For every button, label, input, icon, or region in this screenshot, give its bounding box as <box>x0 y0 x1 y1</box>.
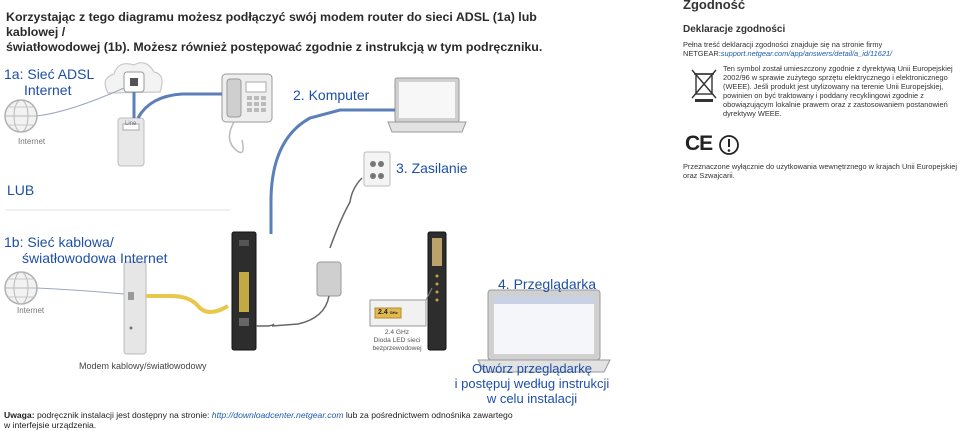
compliance-panel: Zgodność Deklaracje zgodności Pełna treś… <box>661 0 960 431</box>
adsl-splitter-icon <box>117 117 145 167</box>
laptop-browser-icon <box>477 289 611 373</box>
note-text-before: podręcznik instalacji jest dostępny na s… <box>34 410 212 420</box>
bottom-note-line-1: Uwaga: podręcznik instalacji jest dostęp… <box>4 410 584 420</box>
download-center-link[interactable]: http://downloadcenter.netgear.com <box>211 410 344 420</box>
telephone-icon <box>221 73 273 154</box>
internet-globe-icon <box>4 271 38 305</box>
cable-modem-label: Modem kablowy/światłowodowy <box>79 361 207 371</box>
led-badge: 2.4 GHz <box>378 309 398 316</box>
router-front-icon <box>427 231 447 351</box>
led-badge-value: 2.4 <box>378 309 388 316</box>
computer-step-label: 2. Komputer <box>293 87 370 103</box>
label-1a-line-1: 1a: Sieć ADSL <box>4 66 95 82</box>
led-note: 2.4 GHz Dioda LED sieci bezprzewodowej <box>366 329 428 353</box>
power-outlet-icon <box>363 151 391 187</box>
led-badge-unit: GHz <box>389 310 398 315</box>
browser-step-label: 4. Przeglądarka <box>498 276 597 292</box>
led-note-line-3: bezprzewodowej <box>372 345 422 352</box>
internet-globe-icon <box>4 99 38 133</box>
intro-line-1: Korzystając z tego diagramu możesz podłą… <box>6 10 537 39</box>
label-1b-line-1: 1b: Sieć kablowa/ <box>4 234 114 250</box>
note-bold-label: Uwaga: <box>4 410 35 420</box>
intro-text: Korzystając z tego diagramu możesz podłą… <box>6 10 566 55</box>
laptop-computer-icon <box>387 77 467 133</box>
wireless-led-callout <box>369 287 433 327</box>
declaration-line-1: Pełna treść deklaracji zgodności znajduj… <box>683 40 883 49</box>
power-step-label: 3. Zasilanie <box>396 160 468 176</box>
open-browser-instruction: Otwórz przeglądarkę i postępuj według in… <box>452 361 612 406</box>
led-note-line-1: 2.4 GHz <box>384 329 410 336</box>
internet-label-1: Internet <box>18 137 46 146</box>
label-1b: 1b: Sieć kablowa/ światłowodowa Internet <box>4 234 168 266</box>
label-1a: 1a: Sieć ADSL Internet <box>4 66 94 98</box>
led-note-line-2: Dioda LED sieci <box>373 337 421 344</box>
open-browser-line-1: Otwórz przeglądarkę <box>472 361 592 376</box>
declaration-subtitle: Deklaracje zgodności <box>683 24 786 35</box>
bottom-note-line-2: w interfejsie urządzenia. <box>4 420 97 430</box>
power-adapter-icon <box>271 261 342 327</box>
intro-line-2: światłowodowej (1b). Możesz również post… <box>6 40 543 54</box>
cable-modem-icon <box>123 261 147 355</box>
weee-bin-icon <box>691 69 717 102</box>
label-1b-line-2: światłowodowa Internet <box>22 250 168 266</box>
compliance-title: Zgodność <box>683 0 746 12</box>
open-browser-line-3: w celu instalacji <box>486 391 578 406</box>
declaration-text: Pełna treść deklaracji zgodności znajduj… <box>683 40 958 58</box>
lub-label: LUB <box>7 182 35 198</box>
open-browser-line-2: i postępuj według instrukcji <box>454 376 610 391</box>
bottom-note: Uwaga: podręcznik instalacji jest dostęp… <box>4 410 584 430</box>
router-back-panel-icon <box>231 231 257 351</box>
note-text-after: lub za pośrednictwem odnośnika zawartego <box>343 410 513 420</box>
ce-mark-icon: CE <box>685 132 713 155</box>
declaration-line-2: NETGEAR:support.netgear.com/app/answers/… <box>683 49 958 58</box>
adsl-wall-jack-icon <box>104 62 163 94</box>
internet-label-2: Internet <box>17 306 45 315</box>
support-link[interactable]: support.netgear.com/app/answers/detail/a… <box>720 49 893 58</box>
eu-usage-text: Przeznaczone wyłącznie do użytkowania we… <box>683 162 957 180</box>
declaration-prefix: NETGEAR: <box>683 49 721 58</box>
alert-circle-icon <box>719 135 739 155</box>
label-1a-line-2: Internet <box>24 82 72 98</box>
connection-diagram <box>4 62 611 373</box>
line-port-label: Line <box>125 121 137 127</box>
weee-text: Ten symbol został umieszczony zgodnie z … <box>723 64 953 118</box>
